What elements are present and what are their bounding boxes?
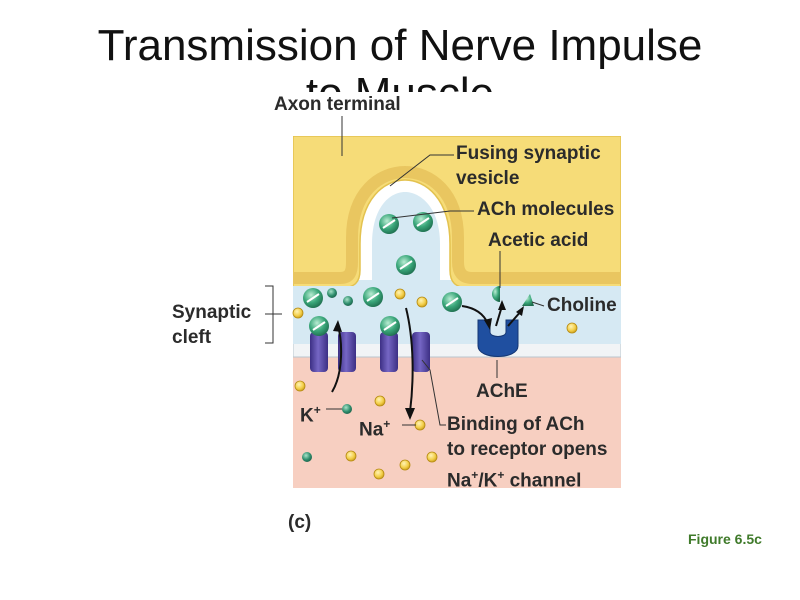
receptor-channel-2 [380,332,430,372]
synaptic-cleft-label-line2: cleft [172,327,212,348]
synaptic-cleft-label-line1: Synaptic [172,302,252,323]
ach-molecules [303,212,462,336]
receptor-channel-1 [310,332,356,372]
panel-label: (c) [288,512,312,533]
na-influx-arrow [405,307,414,413]
title-line2: to Muscle [306,68,494,92]
sodium-label: Na+ [359,417,391,441]
fusing-vesicle-label-line1: Fusing synaptic [456,143,601,164]
ach-molecules-label: ACh molecules [477,199,615,220]
fusing-vesicle-label-line2: vesicle [456,168,520,189]
binding-label-line2: to receptor opens [447,439,608,460]
cleft-sodium-ion [292,307,304,319]
choline-fragment [522,294,534,306]
presynaptic-membrane [293,165,621,284]
fusing-vesicle-interior [372,192,440,290]
axon-terminal-label: Axon terminal [274,94,401,115]
ache-label: AChE [476,381,528,402]
potassium-ions [302,404,352,462]
leader-lines [265,116,545,426]
title-line2-clipped: to Muscle [0,68,800,92]
choline-label: Choline [547,295,617,316]
slide-title: Transmission of Nerve Impulse [0,20,800,72]
acetic-acid-fragment [492,286,500,302]
muscle-fiber-region [293,355,621,488]
title-line1: Transmission of Nerve Impulse [97,21,703,70]
binding-label-line3: Na+/K+ channel [447,468,582,492]
figure-reference: Figure 6.5c [688,531,762,547]
potassium-label: K+ [300,403,321,427]
acetic-acid-label: Acetic acid [488,230,589,251]
binding-label-line1: Binding of ACh [447,414,585,435]
